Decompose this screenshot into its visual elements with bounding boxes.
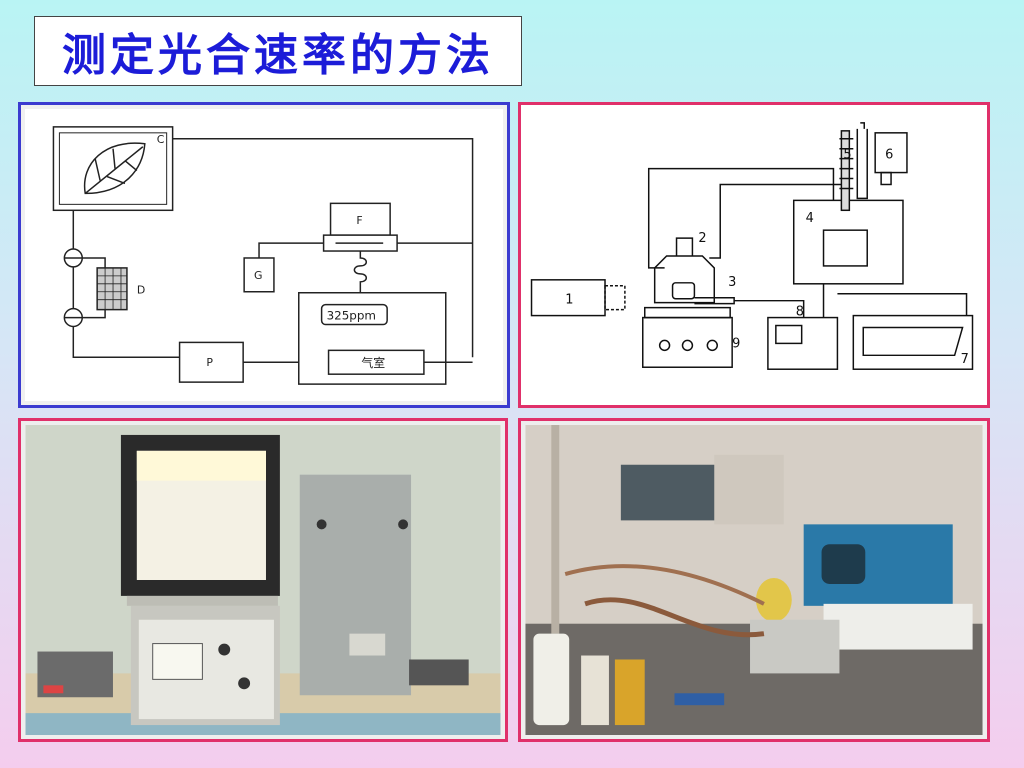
analyzer-cabinet <box>299 474 412 696</box>
bottle-2 <box>581 655 609 726</box>
leaf-icon <box>83 142 146 195</box>
panel-lab-setup-photo <box>518 418 990 742</box>
reaction-vessel <box>653 255 716 304</box>
coil-connector <box>353 251 368 293</box>
label-p: P <box>206 356 213 369</box>
slide-title: 测定光合速率的方法 <box>62 30 494 81</box>
label-3: 3 <box>728 275 736 290</box>
label-9: 9 <box>732 336 740 351</box>
label-5: 5 <box>843 148 851 163</box>
recorder-box <box>243 257 275 293</box>
reaction-vessel-photo <box>755 578 792 622</box>
filter-column <box>96 267 128 311</box>
apparatus-diagram: 1 2 3 4 5 6 7 8 9 <box>530 122 974 370</box>
panel-apparatus-drawing: 1 2 3 4 5 6 7 8 9 <box>518 102 990 408</box>
label-2: 2 <box>698 231 706 246</box>
bottle-3 <box>614 659 645 726</box>
label-air-chamber: 气室 <box>361 356 385 370</box>
label-c: C <box>157 133 165 146</box>
lab-setup-photo <box>525 425 983 735</box>
white-base <box>823 603 973 650</box>
label-8: 8 <box>796 305 804 320</box>
control-box <box>792 199 904 285</box>
blue-tool <box>674 693 725 706</box>
gas-circuit-diagram: C D F G P 325ppm 气室 <box>52 126 474 385</box>
label-1: 1 <box>565 293 573 308</box>
label-325ppm: 325ppm <box>327 309 376 323</box>
analyzer-box <box>329 202 391 236</box>
reservoir-box <box>874 132 908 174</box>
magnetic-stirrer <box>750 619 840 674</box>
title-box: 测定光合速率的方法 <box>34 16 522 86</box>
pump-device <box>409 659 469 686</box>
upper-instrument <box>620 464 721 521</box>
leaf-chamber <box>52 126 174 212</box>
pump-box <box>178 341 244 383</box>
label-4: 4 <box>806 211 814 226</box>
label-f: F <box>356 214 362 227</box>
label-d: D <box>137 284 145 297</box>
concentration-box <box>320 303 388 326</box>
chart-recorder-box <box>852 314 974 370</box>
instrument-photo <box>25 425 501 735</box>
label-g: G <box>254 269 262 282</box>
burette-stand <box>551 425 560 634</box>
lamp-box <box>530 279 606 317</box>
panel-gas-circuit-schematic: C D F G P 325ppm 气室 <box>18 102 510 408</box>
stirrer-base <box>642 316 733 368</box>
label-6: 6 <box>885 148 893 163</box>
burette <box>840 130 851 212</box>
bottle-1 <box>533 633 570 726</box>
label-7: 7 <box>961 352 969 367</box>
panel-instrument-photo <box>18 418 508 742</box>
